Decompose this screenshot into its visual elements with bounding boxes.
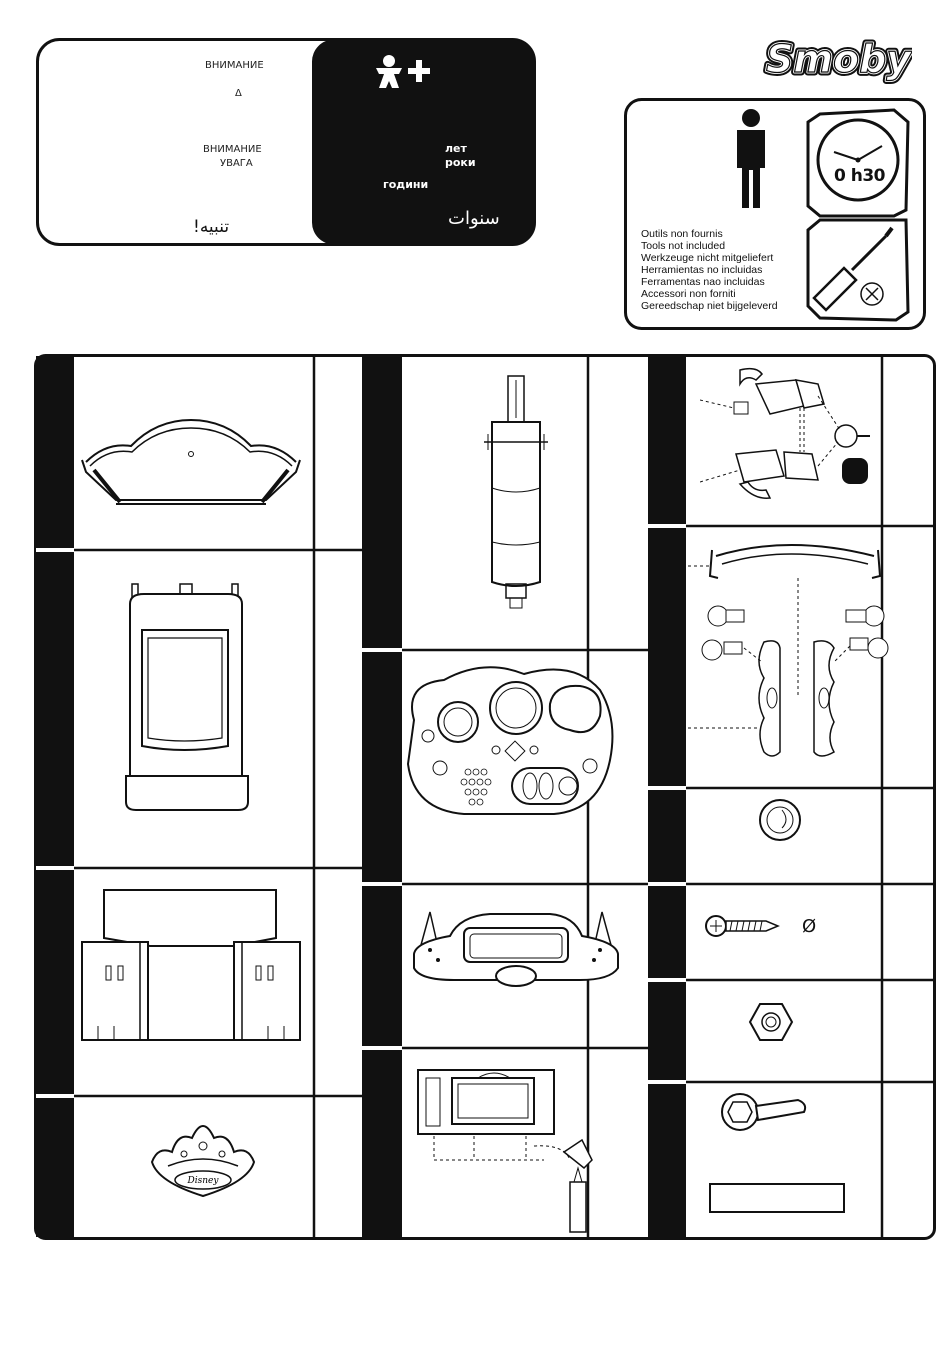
age-arabic: سنوات	[448, 208, 500, 229]
clock-icon	[818, 120, 898, 200]
hex-nut-icon	[748, 1000, 794, 1046]
tools-line-de: Werkzeuge nicht mitgeliefert	[641, 252, 821, 264]
wrench-label-box	[709, 1183, 845, 1213]
part-side-panel	[78, 886, 304, 1046]
age-bg: години	[383, 178, 428, 191]
tools-line-es: Herramientas no incluidas	[641, 264, 821, 276]
tools-line-nl: Gereedschap niet bijgeleverd	[641, 300, 821, 312]
warning-arabic: تنبيه!	[193, 217, 229, 237]
part-handle-assembly	[688, 538, 898, 768]
svg-text:Smoby: Smoby	[766, 37, 912, 81]
warning-uk: УВАГА	[220, 158, 253, 169]
tools-line-it: Accessori non forniti	[641, 288, 821, 300]
assembly-time: 0 h30	[834, 166, 885, 186]
part-tiara-sticker: Disney	[148, 1112, 258, 1198]
screw-diameter-symbol: Ø	[802, 916, 816, 937]
part-oven-body	[124, 580, 254, 814]
warning-ru: ВНИМАНИЕ	[203, 144, 262, 155]
part-tube-column	[478, 372, 558, 612]
part-control-panel	[404, 660, 616, 820]
tools-line-fr: Outils non fournis	[641, 228, 821, 240]
tools-not-included-list: Outils non fournis Tools not included We…	[641, 228, 821, 312]
part-cooktop	[410, 906, 622, 990]
tools-line-pt: Ferramentas nao incluidas	[641, 276, 821, 288]
warning-delta: Δ	[235, 88, 242, 99]
part-oven-front	[414, 1064, 604, 1240]
age-ru: лет	[445, 142, 467, 155]
wrench-icon	[718, 1090, 810, 1134]
label-strip-col2	[362, 356, 402, 1237]
warning-title-ru: ВНИМАНИЕ	[205, 60, 264, 71]
age-uk: роки	[445, 156, 476, 169]
label-strip-col3	[648, 356, 686, 1237]
child-plus-icon	[372, 54, 434, 90]
screw-icon	[704, 908, 784, 944]
smoby-logo: Smoby Smoby Smoby	[762, 32, 912, 87]
svg-text:Disney: Disney	[187, 1176, 220, 1186]
label-strip-col1	[36, 356, 74, 1237]
part-headboard-frame	[76, 412, 306, 512]
tools-line-en: Tools not included	[641, 240, 821, 252]
part-knob	[756, 796, 806, 846]
part-hinge-connectors	[700, 366, 880, 506]
